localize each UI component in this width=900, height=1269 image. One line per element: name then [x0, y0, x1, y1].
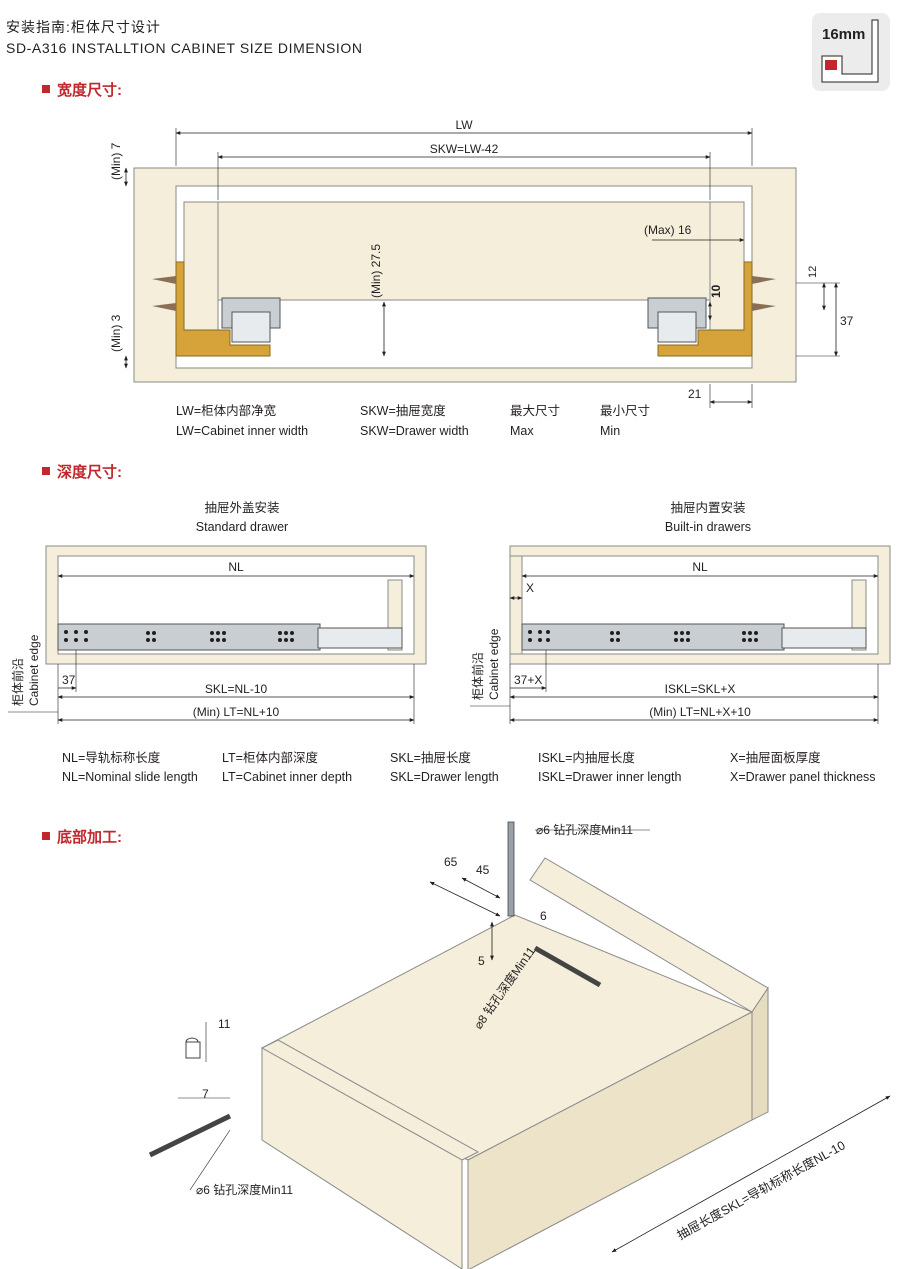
- legend-iskl-en: ISKL=Drawer inner length: [538, 770, 682, 784]
- section-width-heading: 宽度尺寸:: [42, 79, 122, 100]
- back-panel-side: [751, 986, 769, 1121]
- depth-diagram-right: 抽屉内置安装 Built-in drawers NL X 37+X ISKL=S…: [470, 500, 891, 724]
- dim-11: 11: [218, 1017, 231, 1031]
- title-english: SD-A316 INSTALLTION CABINET SIZE DIMENSI…: [6, 40, 363, 56]
- builtin-title-cn: 抽屉内置安装: [670, 500, 745, 515]
- builtin-title-en: Built-in drawers: [665, 520, 751, 534]
- legend-x-en: X=Drawer panel thickness: [730, 770, 876, 784]
- slide-rail-inner: [317, 627, 403, 649]
- legend-max-en: Max: [510, 424, 534, 438]
- slide-rail: [521, 623, 785, 651]
- dim-lw: LW: [455, 118, 473, 132]
- legend-lw-en: LW=Cabinet inner width: [176, 424, 308, 438]
- dim-min3: (Min) 3: [109, 314, 123, 352]
- bracket-right: [657, 261, 753, 357]
- dim-7: 7: [202, 1087, 209, 1101]
- legend-skw-cn: SKW=抽屉宽度: [360, 403, 446, 418]
- rail-left-inner: [231, 311, 271, 343]
- dim-21: 21: [688, 387, 702, 401]
- bracket-left: [175, 261, 271, 357]
- drill-bit-icon: [507, 821, 515, 917]
- drill6-top-note: ⌀6 钻孔深度Min11: [536, 822, 633, 837]
- legend-skw-en: SKW=Drawer width: [360, 424, 469, 438]
- rail-holes-icon: [528, 630, 758, 642]
- standard-title-en: Standard drawer: [196, 520, 288, 534]
- drawer-side-left: [183, 201, 219, 353]
- rail-right-inner: [657, 311, 697, 343]
- legend-lt-en: LT=Cabinet inner depth: [222, 770, 352, 784]
- legend-lt-cn: LT=柜体内部深度: [222, 750, 318, 765]
- dowel-icon: [185, 1041, 201, 1059]
- legend-nl-cn: NL=导轨标称长度: [62, 750, 161, 765]
- dim-65: 65: [444, 855, 458, 869]
- panel-profile-icon: [821, 19, 879, 83]
- legend-nl-en: NL=Nominal slide length: [62, 770, 198, 784]
- dim-37: 37: [62, 673, 76, 687]
- dim-min275: (Min) 27.5: [369, 244, 383, 298]
- dim-37x: 37+X: [514, 673, 542, 687]
- dim-lt: (Min) LT=NL+X+10: [649, 705, 751, 719]
- section-bottom-heading: 底部加工:: [42, 826, 122, 847]
- depth-diagram-left: 抽屉外盖安装 Standard drawer NL 37 SKL=NL-10 (…: [8, 500, 427, 724]
- cabinet-edge-en: Cabinet edge: [27, 634, 41, 706]
- drawer-box: [183, 201, 745, 301]
- width-diagram: LW SKW=LW-42 (Min) 7 (Min) 3 (Min) 27.5 …: [109, 118, 854, 408]
- width-legend: LW=柜体内部净宽 LW=Cabinet inner width SKW=抽屉宽…: [176, 403, 650, 438]
- dim-nl: NL: [228, 560, 244, 574]
- bullet-square-icon: [42, 85, 50, 94]
- dim-min7: (Min) 7: [109, 142, 123, 180]
- legend-max-cn: 最大尺寸: [510, 404, 560, 418]
- slide-rail: [57, 623, 321, 651]
- bullet-square-icon: [42, 467, 50, 476]
- legend-lw-cn: LW=柜体内部净宽: [176, 403, 276, 418]
- dim-10: 10: [709, 284, 723, 298]
- bottom-diagram: ⌀6 钻孔深度Min11 65 45 6 5 ⌀8 钻孔深度Min11 11 7…: [148, 821, 891, 1269]
- dim-lt: (Min) LT=NL+10: [193, 705, 280, 719]
- dim-6: 6: [540, 909, 547, 923]
- cabinet-edge-en: Cabinet edge: [487, 628, 501, 700]
- dim-5: 5: [478, 954, 485, 968]
- section-depth-heading: 深度尺寸:: [42, 461, 122, 482]
- legend-skl-cn: SKL=抽屉长度: [390, 750, 471, 765]
- dim-x: X: [526, 581, 534, 595]
- depth-legend: NL=导轨标称长度 NL=Nominal slide length LT=柜体内…: [62, 750, 876, 784]
- legend-min-en: Min: [600, 424, 620, 438]
- dim-nl: NL: [692, 560, 708, 574]
- legend-x-cn: X=抽屉面板厚度: [730, 750, 821, 765]
- front-panel-face: [261, 1047, 463, 1269]
- drawer-front-panel: [509, 555, 523, 655]
- legend-iskl-cn: ISKL=内抽屉长度: [538, 750, 635, 765]
- bullet-square-icon: [42, 832, 50, 841]
- screw-icon: [152, 276, 776, 311]
- dim-45: 45: [476, 863, 490, 877]
- dim-max16: (Max) 16: [644, 223, 692, 237]
- drill-bit-icon: [148, 1113, 232, 1158]
- cabinet-edge-cn: 柜体前沿: [470, 652, 485, 700]
- dim-12: 12: [807, 266, 819, 278]
- standard-title-cn: 抽屉外盖安装: [204, 500, 279, 515]
- drill-bit-icon: [533, 945, 602, 988]
- dim-37: 37: [840, 314, 854, 328]
- skl-note: 抽屉长度SKL=导轨标称长度NL-10: [674, 1137, 847, 1242]
- slide-rail-inner: [781, 627, 867, 649]
- legend-skl-en: SKL=Drawer length: [390, 770, 499, 784]
- title-chinese: 安装指南:柜体尺寸设计: [6, 19, 161, 35]
- drill6-left-note: ⌀6 钻孔深度Min11: [196, 1182, 293, 1197]
- dim-iskl: ISKL=SKL+X: [665, 682, 736, 696]
- thickness-badge-label: 16mm: [822, 26, 866, 43]
- legend-min-cn: 最小尺寸: [600, 404, 650, 418]
- dim-skw: SKW=LW-42: [430, 142, 499, 156]
- dim-skl: SKL=NL-10: [205, 682, 268, 696]
- cabinet-edge-cn: 柜体前沿: [10, 658, 25, 706]
- rail-holes-icon: [64, 630, 294, 642]
- bottom-board-side: [467, 1011, 753, 1269]
